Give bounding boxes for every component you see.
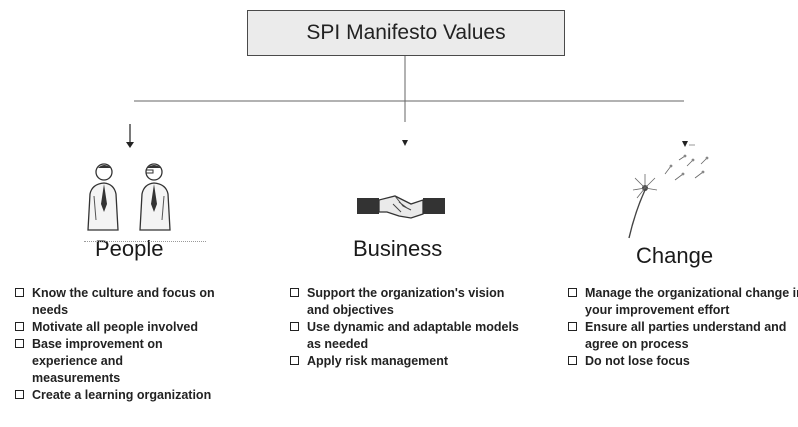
handshake-icon <box>357 195 445 219</box>
list-item: Support the organization's vision and ob… <box>290 285 517 319</box>
checkbox-bullet-icon <box>15 288 24 297</box>
checkbox-bullet-icon <box>568 288 577 297</box>
connector-lines <box>126 56 695 148</box>
people-title-rule <box>84 241 206 242</box>
checkbox-bullet-icon <box>290 288 299 297</box>
people-values-list: Know the culture and focus on needs Moti… <box>15 285 255 404</box>
checkbox-bullet-icon <box>15 322 24 331</box>
list-item: Use dynamic and adaptable models as need… <box>290 319 527 353</box>
checkbox-bullet-icon <box>15 339 24 348</box>
checkbox-bullet-icon <box>568 356 577 365</box>
list-item: Know the culture and focus on needs <box>15 285 237 319</box>
checkbox-bullet-icon <box>15 390 24 399</box>
list-item: Motivate all people involved <box>15 319 255 336</box>
change-values-list: Manage the organizational change in your… <box>568 285 798 370</box>
column-title-business: Business <box>353 236 443 261</box>
list-item: Apply risk management <box>290 353 530 370</box>
list-item: Do not lose focus <box>568 353 796 370</box>
business-values-list: Support the organization's vision and ob… <box>290 285 530 370</box>
checkbox-bullet-icon <box>290 322 299 331</box>
dandelion-icon <box>628 154 709 239</box>
list-item: Ensure all parties understand and agree … <box>568 319 798 353</box>
center-arrowhead <box>402 140 408 146</box>
page-title: SPI Manifesto Values <box>306 21 506 44</box>
column-title-people: People <box>95 236 164 261</box>
column-title-change: Change <box>636 243 714 268</box>
left-arrowhead <box>126 142 134 148</box>
right-arrowhead <box>682 141 688 147</box>
checkbox-bullet-icon <box>290 356 299 365</box>
list-item: Manage the organizational change in your… <box>568 285 798 319</box>
list-item: Base improvement on experience and measu… <box>15 336 197 387</box>
title-box: SPI Manifesto Values <box>247 10 565 56</box>
list-item: Create a learning organization <box>15 387 255 404</box>
checkbox-bullet-icon <box>568 322 577 331</box>
two-people-facing-icon <box>87 163 171 231</box>
